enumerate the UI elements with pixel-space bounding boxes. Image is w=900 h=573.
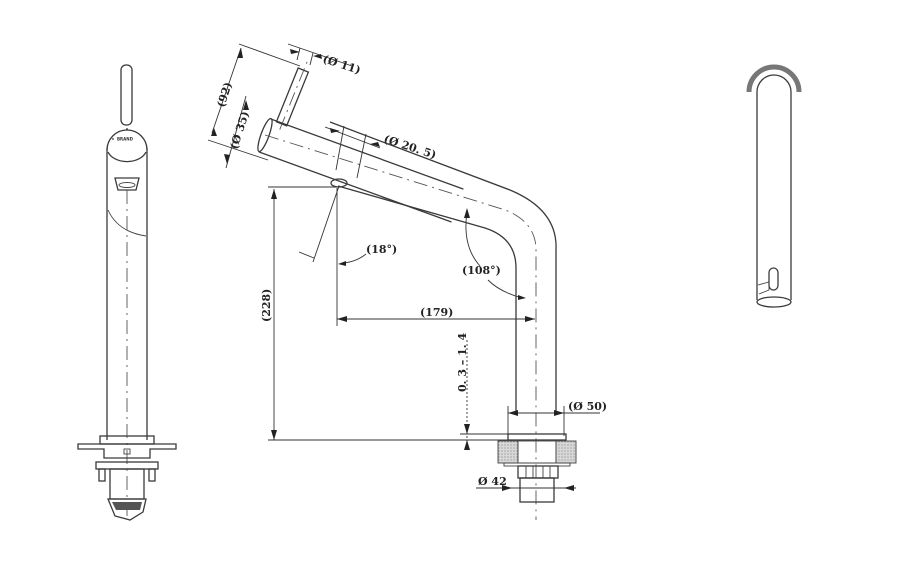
dim-height: (228) [260, 289, 273, 322]
dim-body-diameter: (Ø 35) [227, 110, 251, 151]
top-view [746, 64, 802, 308]
cartridge-cap [106, 129, 148, 151]
dim-bend-angle: (108°) [462, 264, 501, 277]
dim-base-diameter: (Ø 50) [568, 400, 607, 413]
mounting-flange [77, 443, 177, 459]
front-view: BRAND [77, 64, 177, 521]
locknut [517, 465, 559, 479]
spout-outer [329, 121, 557, 412]
dim-deck-thickness: 0. 3 – 1. 4 [456, 333, 469, 392]
dim-hole-diameter: Ø 42 [478, 475, 507, 488]
dim-aerator-angle: (18°) [366, 243, 397, 256]
spout-outlet [114, 177, 140, 191]
lever-knob [768, 267, 779, 291]
dim-lever-diameter: (Ø 11) [321, 52, 362, 76]
spout-inner [337, 185, 517, 412]
side-view: (Ø 11) (92) (Ø 35) (Ø 20. 5) (18°) (108° [207, 43, 607, 520]
lever-handle [120, 64, 133, 126]
dim-spout-diameter: (Ø 20. 5) [382, 132, 438, 161]
dim-lever-height: (92) [214, 80, 234, 108]
base-ring [746, 64, 802, 93]
brand-mark: BRAND [117, 137, 134, 142]
base-plate [507, 433, 567, 441]
lever [275, 67, 310, 127]
shank [519, 477, 555, 503]
dim-reach: (179) [420, 306, 453, 319]
countertop-section [497, 440, 519, 464]
